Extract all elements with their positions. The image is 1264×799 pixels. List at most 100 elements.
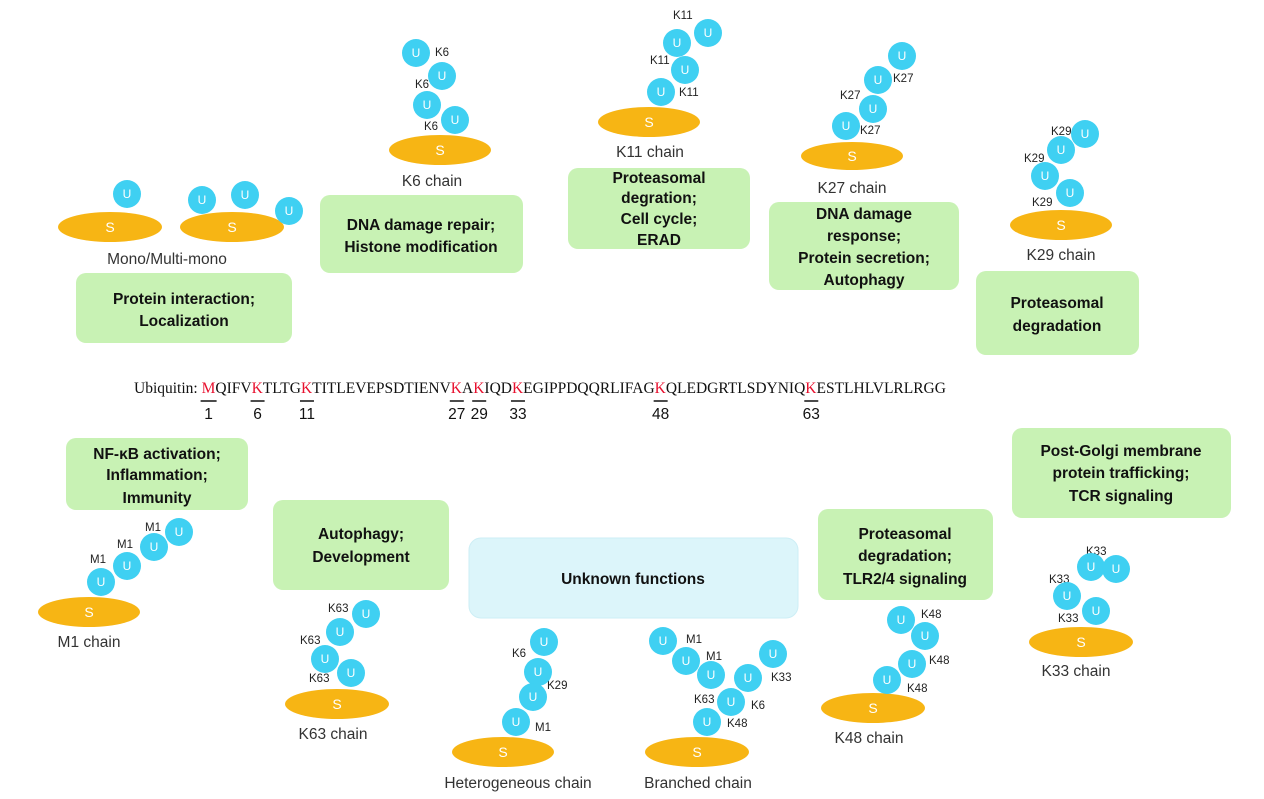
box-line: degration; [621,190,697,207]
ubiquitin-glyph: U [512,715,521,729]
ubiquitin-glyph: U [704,26,713,40]
ubiquitin-glyph: U [123,559,132,573]
box-line: NF-κB activation; [93,446,220,463]
chain-label-mono: Mono/Multi-mono [107,251,227,268]
lysine-position: 63 [803,406,820,423]
linkage-label: K6 [424,121,438,133]
sequence-segment: QIFV [215,380,252,397]
linkage-label: K11 [650,55,670,67]
ubiquitin-unit: U [441,106,469,134]
ubiquitin-unit: U [898,650,926,678]
linkage-label: K6 [415,79,429,91]
sequence-segment: TITLEVEPSDTIENV [312,380,451,397]
linkage-label: K33 [771,672,791,684]
ubiquitin-glyph: U [1041,169,1050,183]
substrate: S [180,212,284,242]
linkage-label: K48 [907,683,927,695]
box-line: Localization [139,313,229,330]
ubiquitin-glyph: U [869,102,878,116]
box-line: Development [312,549,409,566]
ubiquitin-unit: U [1031,162,1059,190]
chain-label-k48: K48 chain [835,730,904,747]
chain-label-branched: Branched chain [644,775,752,792]
linkage-label: K6 [751,700,765,712]
linkage-label: K48 [727,718,747,730]
sequence-segment: TLTG [263,380,301,397]
substrate-glyph: S [868,700,877,716]
function-box-k29: Proteasomal degradation [976,271,1139,355]
ubiquitin-unit: U [326,618,354,646]
ubiquitin-unit: U [697,661,725,689]
box-line: degradation; [858,548,952,565]
linkage-label: K48 [929,655,949,667]
ubiquitin-unit: U [859,95,887,123]
ubiquitin-glyph: U [681,63,690,77]
ubiquitin-glyph: U [769,647,778,661]
substrate-glyph: S [435,142,444,158]
ubiquitin-unit: U [672,647,700,675]
substrate-glyph: S [1056,217,1065,233]
box-line: Cell cycle; [621,211,698,228]
ubiquitin-unit: U [231,181,259,209]
ubiquitin-glyph: U [1081,127,1090,141]
box-line: Autophagy; [318,526,404,543]
linkage-label: K11 [679,87,699,99]
ubiquitin-glyph: U [897,613,906,627]
substrate-glyph: S [644,114,653,130]
box-line: DNA damage [816,206,912,223]
ubiquitin-unit: U [1047,136,1075,164]
ubiquitin-glyph: U [744,671,753,685]
ubiquitin-unit: U [402,39,430,67]
lysine-position: 11 [299,406,315,423]
box-line: response; [827,228,901,245]
substrate-glyph: S [1076,634,1085,650]
substrate-glyph: S [84,604,93,620]
box-line: Inflammation; [106,467,208,484]
ubiquitin-unit: U [1056,179,1084,207]
lysine-residue: K [473,380,485,397]
linkage-label: K27 [840,90,860,102]
lysine-residue: M [202,380,216,397]
ubiquitin-glyph: U [540,635,549,649]
box-line: ERAD [637,232,681,249]
substrate-glyph: S [692,744,701,760]
ubiquitin-unit: U [1053,582,1081,610]
linkage-label: K33 [1058,613,1078,625]
linkage-label: M1 [145,522,161,534]
lysine-position: 27 [448,406,465,423]
sequence-segment: QLEDGRTLSDYNIQ [666,380,805,397]
lysine-position: 48 [652,406,669,423]
ubiquitin-glyph: U [423,98,432,112]
lysine-residue: K [301,380,313,397]
substrate: S [1029,627,1133,657]
linkage-label: K29 [1024,153,1044,165]
lysine-residue: K [655,380,667,397]
ubiquitin-glyph: U [657,85,666,99]
chain-label-k6: K6 chain [402,173,462,190]
ubiquitin-unit: U [1102,555,1130,583]
substrate: S [598,107,700,137]
box-line: Histone modification [344,239,497,256]
ubiquitin-glyph: U [347,666,356,680]
ubiquitin-unit: U [759,640,787,668]
box-line: Proteasomal [612,170,705,187]
box-line: Immunity [123,490,192,507]
function-box-k33: Post-Golgi membrane protein trafficking;… [1012,428,1231,518]
ubiquitin-unit: U [428,62,456,90]
box-line: Proteasomal [858,526,951,543]
ubiquitin-unit: U [519,683,547,711]
ubiquitin-unit: U [1082,597,1110,625]
ubiquitin-glyph: U [97,575,106,589]
ubiquitin-glyph: U [1092,604,1101,618]
substrate: S [1010,210,1112,240]
ubiquitin-unit: U [113,552,141,580]
linkage-label: K63 [328,603,348,615]
ubiquitin-glyph: U [529,690,538,704]
ubiquitin-glyph: U [438,69,447,83]
ubiquitin-glyph: U [703,715,712,729]
ubiquitin-glyph: U [241,188,250,202]
chain-label-k27: K27 chain [818,180,887,197]
substrate-glyph: S [847,148,856,164]
function-box-unknown: Unknown functions [468,537,799,619]
